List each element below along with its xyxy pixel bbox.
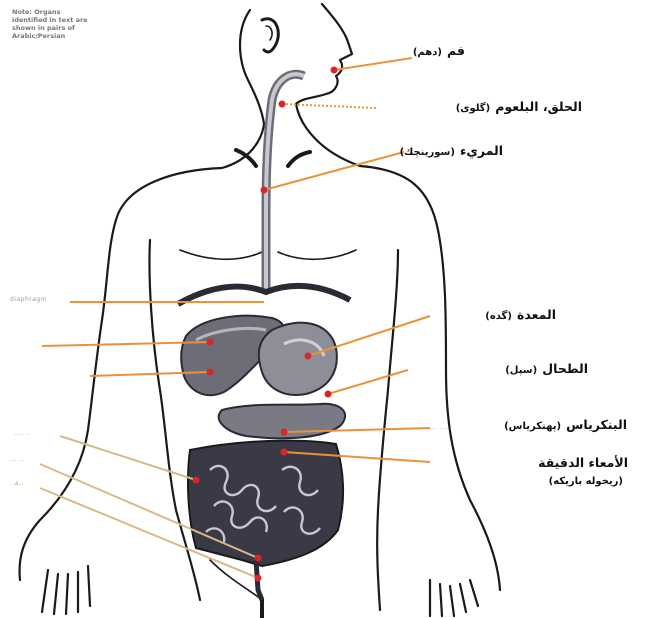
label-stomach-urdu: (گده) — [485, 311, 512, 322]
label-esophagus-arabic: المريء — [460, 143, 503, 158]
stomach-organ — [259, 323, 337, 395]
faint-label-left-4: ... .. — [10, 456, 24, 463]
large-intestine-organ — [188, 441, 343, 566]
label-pancreas: البنكرياس (پهنكرياس) — [504, 414, 627, 433]
label-stomach-arabic: المعدة — [517, 307, 556, 322]
faint-label-left-5: ..a.. — [10, 480, 24, 487]
faint-label-diaphragm: diaphragm — [10, 296, 47, 303]
label-pharynx-arabic: الحلق، البلعوم — [495, 99, 582, 114]
label-mouth-urdu: (دهم) — [413, 47, 442, 58]
faint-label-right-2: ... ...... — [430, 424, 454, 431]
label-small-intestine-urdu: (ريخوله باريكه) — [549, 476, 623, 487]
faint-label-left-3: .... .. — [14, 430, 31, 437]
label-esophagus: المريء (سورينچك) — [400, 140, 503, 159]
note-line: shown in pairs of — [12, 24, 104, 32]
label-spleen-urdu: (سپل) — [505, 365, 537, 376]
label-small-intestine: الأمعاء الدقيقة — [538, 452, 628, 471]
label-esophagus-urdu: (سورينچك) — [400, 147, 455, 158]
label-stomach: المعدة (گده) — [485, 304, 556, 323]
corner-note: Note: Organs identified in text are show… — [12, 8, 104, 40]
label-pancreas-arabic: البنكرياس — [566, 417, 627, 432]
note-line: identified in text are — [12, 16, 104, 24]
label-mouth-arabic: فم — [447, 43, 465, 58]
label-small-intestine-arabic: الأمعاء الدقيقة — [538, 455, 628, 470]
label-spleen: الطحال (سپل) — [505, 358, 588, 377]
note-line: Note: Organs — [12, 8, 104, 16]
note-line: Arabic/Persian — [12, 32, 104, 40]
label-pharynx-urdu: (گلوی) — [456, 103, 490, 114]
label-spleen-arabic: الطحال — [542, 361, 588, 376]
label-mouth: فم (دهم) — [413, 40, 465, 59]
label-pharynx: الحلق، البلعوم (گلوی) — [456, 96, 582, 115]
label-pancreas-urdu: (پهنكرياس) — [504, 421, 561, 432]
